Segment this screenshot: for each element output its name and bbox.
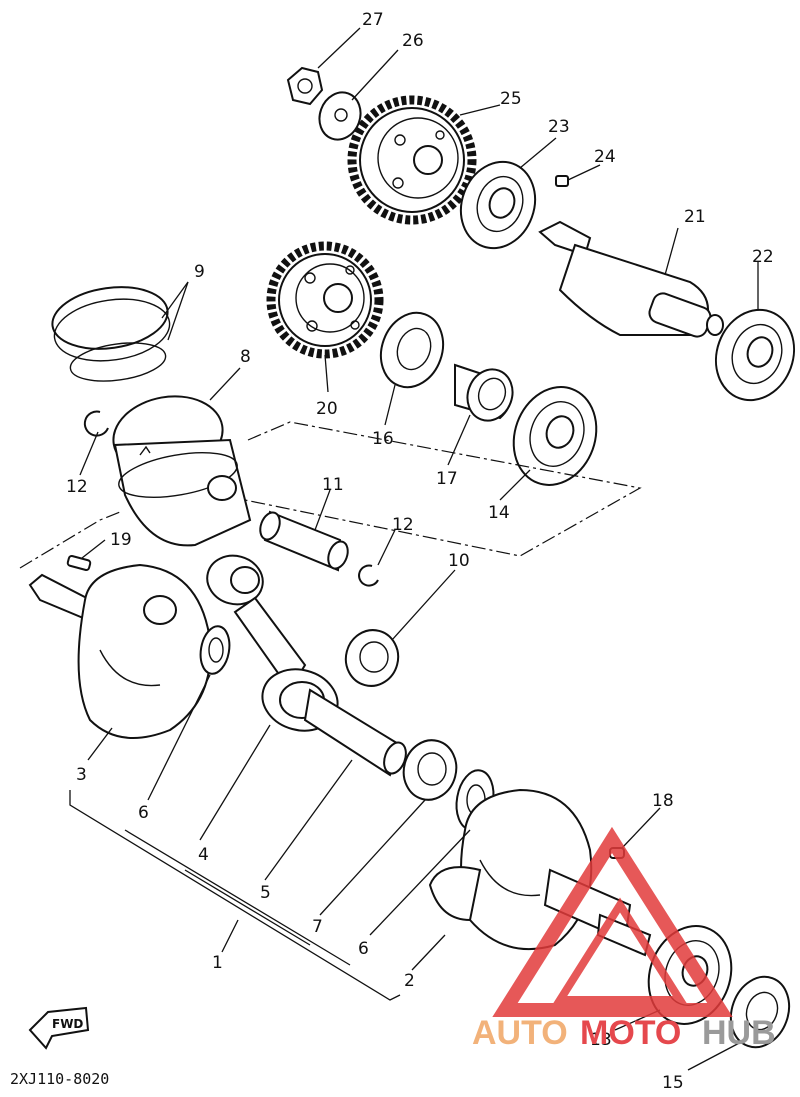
- callout-5: 5: [260, 883, 271, 903]
- callout-13: 13: [590, 1030, 612, 1050]
- part-25-gear: [347, 95, 477, 225]
- callout-3: 3: [76, 765, 87, 785]
- part-11-piston-pin: [259, 510, 349, 572]
- watermark-text: AUTO MOTO HUB: [472, 1014, 776, 1052]
- subassembly-dashed-outline: [244, 421, 642, 557]
- callout-25: 25: [500, 89, 522, 109]
- callout-26: 26: [402, 31, 424, 51]
- part-6-washer-left: [199, 625, 231, 675]
- callout-22: 22: [752, 247, 774, 267]
- part-14-bearing: [512, 386, 598, 486]
- part-3-crank-left: [28, 563, 212, 739]
- fwd-arrow: FWD: [28, 1006, 90, 1050]
- callout-24: 24: [594, 147, 616, 167]
- callout-20: 20: [316, 399, 338, 419]
- part-19-key: [66, 554, 92, 572]
- callout-14: 14: [488, 503, 510, 523]
- watermark-word-moto: MOTO: [580, 1014, 681, 1052]
- watermark-word-auto: AUTO: [472, 1014, 568, 1052]
- callout-19: 19: [110, 530, 132, 550]
- callout-11: 11: [322, 475, 344, 495]
- callout-23: 23: [548, 117, 570, 137]
- part-12-circlip-right: [358, 564, 379, 587]
- part-23-bearing: [459, 160, 537, 250]
- watermark-logo: [492, 826, 733, 1017]
- callout-27: 27: [362, 10, 384, 30]
- part-15-oil-seal: [729, 975, 791, 1049]
- part-10-needle-bearing: [344, 629, 400, 687]
- callout-10: 10: [448, 551, 470, 571]
- part-22-bearing: [714, 308, 796, 402]
- callout-6-left: 6: [138, 803, 149, 823]
- callout-17: 17: [436, 469, 458, 489]
- callout-6-right: 6: [358, 939, 369, 959]
- callout-12-left: 12: [66, 477, 88, 497]
- fwd-label: FWD: [52, 1017, 83, 1031]
- part-24-key: [555, 175, 569, 187]
- callouts: 27 26 25 23 24 21 22 9 8 20 16 17 14 12 …: [66, 10, 774, 1093]
- leader-lines: [69, 27, 759, 1071]
- callout-1: 1: [212, 953, 223, 973]
- diagram-code: 2XJ110-8020: [10, 1070, 109, 1088]
- callout-15: 15: [662, 1073, 684, 1093]
- crank-dashed-outline: [19, 511, 121, 569]
- part-21-balancer-shaft: [538, 220, 724, 338]
- callout-16: 16: [372, 429, 394, 449]
- callout-9: 9: [194, 262, 205, 282]
- callout-18: 18: [652, 791, 674, 811]
- part-7-needle-bearing: [402, 739, 458, 801]
- part-16-bearing: [379, 311, 445, 389]
- callout-7: 7: [312, 917, 323, 937]
- callout-4: 4: [198, 845, 209, 865]
- part-26-lock-washer: [318, 91, 362, 141]
- part-20-gear: [266, 241, 384, 359]
- part-8-piston: [112, 395, 252, 547]
- part-9-piston-rings: [51, 286, 171, 382]
- part-17-collar: [454, 363, 514, 422]
- callout-2: 2: [404, 971, 415, 991]
- callout-12-right: 12: [392, 515, 414, 535]
- watermark-word-hub: HUB: [702, 1014, 776, 1052]
- callout-8: 8: [240, 347, 251, 367]
- callout-21: 21: [684, 207, 706, 227]
- part-27-nut: [286, 66, 324, 106]
- part-12-circlip-left: [83, 410, 109, 437]
- part-5-crank-pin: [303, 688, 407, 777]
